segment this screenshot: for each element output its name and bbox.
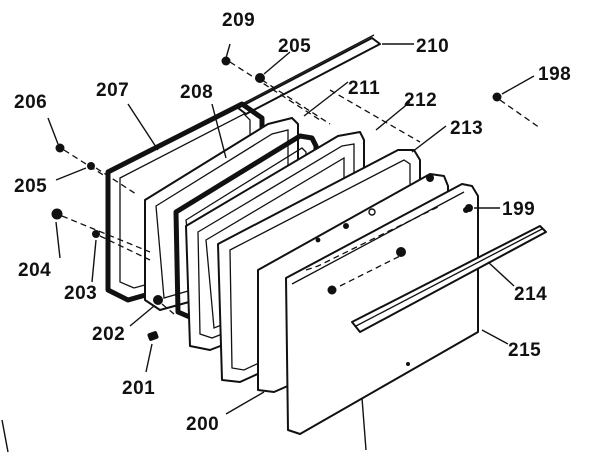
screw-206	[55, 143, 65, 153]
callout-214: 214	[514, 284, 547, 305]
callout-201: 201	[122, 378, 155, 399]
callout-208: 208	[180, 82, 213, 103]
pin-201	[147, 331, 159, 341]
screw-199	[465, 204, 473, 212]
callout-200: 200	[186, 414, 219, 435]
callout-204: 204	[18, 260, 51, 281]
handle-trim-part-210	[237, 34, 381, 115]
callout-202: 202	[92, 324, 125, 345]
callout-205-top: 205	[278, 36, 311, 57]
hinge-202	[153, 295, 163, 305]
leader-lines	[1, 43, 535, 452]
callout-210: 210	[416, 36, 449, 57]
door-handle-part-214	[351, 225, 547, 333]
callout-211: 211	[348, 78, 380, 99]
callout-199: 199	[502, 199, 535, 220]
callout-213: 213	[450, 118, 483, 139]
callout-212: 212	[404, 90, 437, 111]
callout-205-left: 205	[14, 176, 47, 197]
callout-198: 198	[538, 64, 571, 85]
callout-215: 215	[508, 340, 541, 361]
callout-206: 206	[14, 92, 47, 113]
callout-209: 209	[222, 10, 255, 31]
screw-204	[51, 208, 63, 220]
screw-198	[492, 92, 502, 102]
callout-203: 203	[64, 283, 97, 304]
callout-207: 207	[96, 80, 129, 101]
clip-203	[92, 230, 100, 238]
screw-209	[221, 56, 231, 66]
